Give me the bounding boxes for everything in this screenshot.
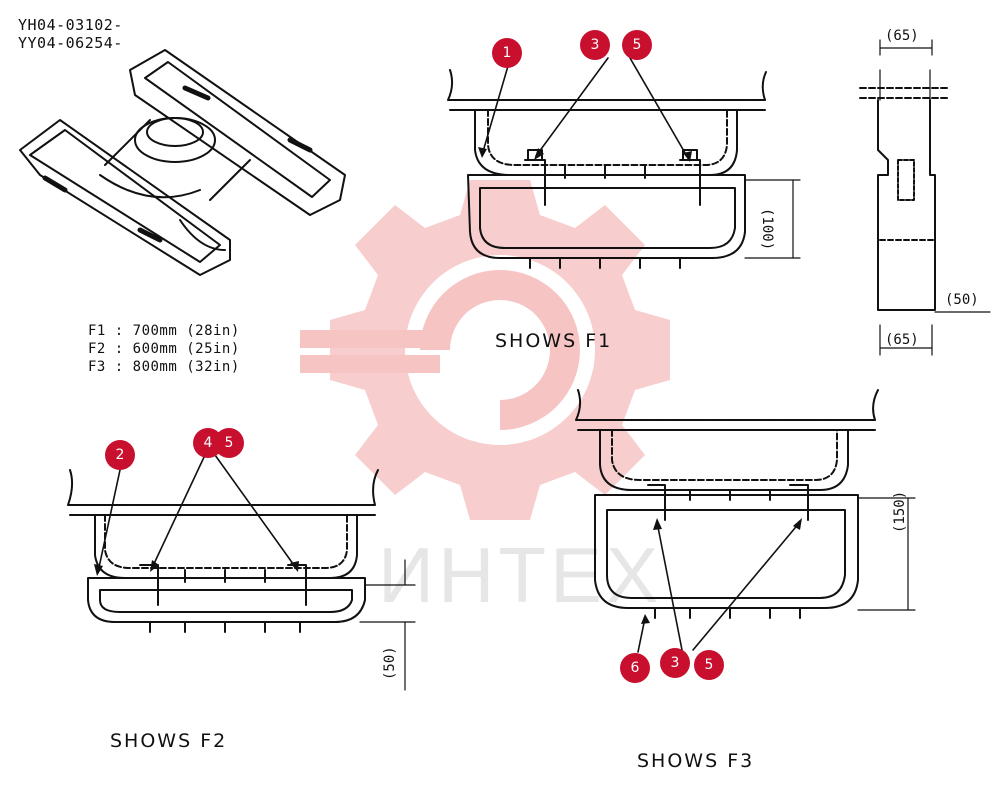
- dimension-label: (65): [885, 332, 919, 348]
- dimension-label: (150): [892, 490, 908, 533]
- callout-marker[interactable]: 3: [660, 648, 690, 678]
- callout-marker[interactable]: 4: [193, 428, 223, 458]
- size-item: F1 : 700mm (28in): [88, 323, 240, 339]
- dimension-label: (65): [885, 28, 919, 44]
- arrow-heads: [94, 147, 802, 624]
- caption-f1: SHOWS F1: [495, 330, 613, 352]
- caption-f2: SHOWS F2: [110, 730, 228, 752]
- f2-front-view: [67, 469, 416, 691]
- size-list: F1 : 700mm (28in) F2 : 600mm (25in) F3 :…: [88, 322, 240, 376]
- callout-marker[interactable]: 2: [105, 440, 135, 470]
- leader-lines: [97, 57, 801, 653]
- callout-marker[interactable]: 5: [622, 30, 652, 60]
- dimension-label: (50): [945, 292, 979, 308]
- caption-f3: SHOWS F3: [637, 750, 755, 772]
- callout-marker[interactable]: 1: [492, 38, 522, 68]
- part-number: YH04-03102-: [18, 16, 123, 34]
- track-frame-illustration: [19, 49, 346, 276]
- part-number-list: YH04-03102- YY04-06254-: [18, 16, 123, 52]
- part-number: YY04-06254-: [18, 34, 123, 52]
- f1-side-view: [859, 39, 991, 356]
- size-item: F2 : 600mm (25in): [88, 341, 240, 357]
- callout-marker[interactable]: 3: [580, 30, 610, 60]
- f3-front-view: [575, 389, 916, 619]
- callout-marker[interactable]: 5: [694, 650, 724, 680]
- size-item: F3 : 800mm (32in): [88, 359, 240, 375]
- dimension-label: (50): [382, 646, 398, 680]
- dimension-label: (100): [759, 208, 775, 251]
- callout-marker[interactable]: 6: [620, 653, 650, 683]
- f1-front-view: [447, 69, 801, 269]
